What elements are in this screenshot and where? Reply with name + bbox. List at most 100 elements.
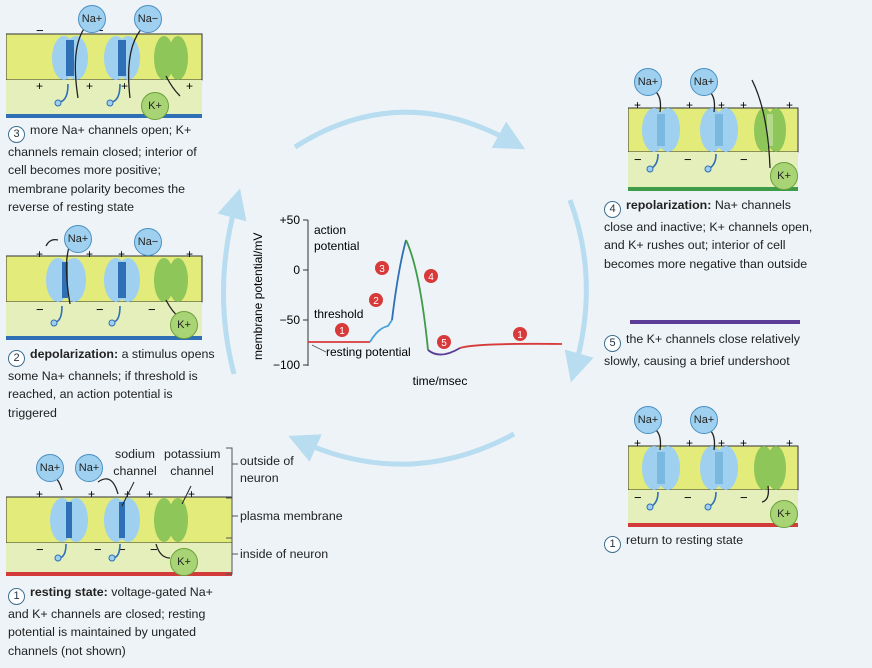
svg-text:3: 3 — [379, 264, 385, 275]
svg-text:+: + — [186, 247, 193, 261]
stage-number: 3 — [8, 126, 25, 143]
k-ion: K+ — [170, 548, 198, 576]
svg-text:−: − — [740, 490, 748, 505]
svg-text:−: − — [36, 302, 44, 317]
svg-text:+: + — [188, 487, 195, 501]
na-ion: Na+ — [634, 68, 662, 96]
na-channel-open — [104, 36, 140, 80]
svg-text:+: + — [36, 487, 43, 501]
action-potential-graph: +50 0 −50 −100 membrane potential/mV tim… — [251, 213, 563, 388]
na-ion: Na+ — [634, 406, 662, 434]
svg-text:+: + — [740, 98, 747, 112]
na-ion: Na+ — [78, 5, 106, 33]
cycle-arrow-left — [217, 188, 247, 375]
membrane-panel-return: +++++ −−− — [628, 429, 799, 527]
na-ion: Na+ — [64, 225, 92, 253]
svg-text:+: + — [86, 79, 93, 93]
svg-text:−: − — [634, 152, 642, 167]
threshold-label: threshold — [314, 307, 363, 321]
stage-2-title: depolarization: — [30, 347, 119, 361]
marker-6: 1 — [513, 327, 527, 341]
k-ion: K+ — [770, 500, 798, 528]
svg-text:+: + — [686, 98, 693, 112]
inside-neuron-label: inside of neuron — [240, 547, 329, 561]
svg-text:+: + — [121, 79, 128, 93]
svg-text:+: + — [686, 436, 693, 450]
svg-text:+: + — [36, 247, 43, 261]
tick-label: −100 — [273, 358, 300, 372]
svg-text:−: − — [118, 542, 126, 557]
svg-text:−: − — [36, 23, 44, 38]
svg-text:−: − — [148, 302, 156, 317]
svg-text:−: − — [684, 152, 692, 167]
svg-text:4: 4 — [428, 272, 434, 283]
k-ion: K+ — [141, 92, 169, 120]
cycle-arrow-top — [293, 109, 526, 150]
potassium-channel-label: potassium channel — [164, 447, 221, 478]
svg-text:−: − — [740, 152, 748, 167]
svg-text:+: + — [718, 98, 725, 112]
svg-text:+: + — [634, 436, 641, 450]
na-ion: Na− — [134, 5, 162, 33]
return-caption: 1 return to resting state — [604, 531, 819, 553]
svg-text:−: − — [684, 490, 692, 505]
na-ion: Na+ — [690, 406, 718, 434]
svg-text:+: + — [118, 247, 125, 261]
trace-rising — [391, 239, 407, 321]
k-ion: K+ — [770, 162, 798, 190]
stage-2-caption: 2 depolarization: a stimulus opens some N… — [8, 345, 218, 422]
svg-text:2: 2 — [373, 296, 379, 307]
stage-1-title: resting state: — [30, 585, 108, 599]
stage-1-caption: 1 resting state: voltage-gated Na+ and K+… — [8, 583, 228, 660]
stage-4-title: repolarization: — [626, 198, 712, 212]
tick-label: 0 — [293, 263, 300, 277]
svg-text:1: 1 — [517, 330, 523, 341]
stage-number: 1 — [604, 536, 621, 553]
svg-text:−: − — [634, 490, 642, 505]
trace-depolarizing — [369, 319, 393, 343]
svg-text:+: + — [186, 79, 193, 93]
svg-text:+: + — [146, 487, 153, 501]
stage-number: 1 — [8, 588, 25, 605]
svg-text:+: + — [88, 487, 95, 501]
svg-text:+: + — [718, 436, 725, 450]
stage-3-text: more Na+ channels open; K+ channels rema… — [8, 123, 197, 215]
y-axis-label: membrane potential/mV — [251, 233, 265, 360]
action-potential-label-1: action — [314, 223, 346, 237]
cycle-arrow-bottom — [288, 431, 516, 467]
svg-text:+: + — [36, 79, 43, 93]
stage-1-text: voltage-gated Na+ and K+ channels are cl… — [8, 585, 213, 658]
na-ion: Na+ — [36, 454, 64, 482]
na-channel-open — [52, 36, 88, 80]
membrane-bracket — [226, 447, 238, 575]
svg-text:+: + — [740, 436, 747, 450]
marker-4: 4 — [424, 269, 438, 283]
svg-text:−: − — [150, 542, 158, 557]
svg-text:+: + — [634, 98, 641, 112]
membrane-panel-stage-2: ++++ −−− — [6, 238, 203, 340]
svg-text:+: + — [786, 98, 793, 112]
svg-text:−: − — [94, 542, 102, 557]
k-channel — [154, 36, 188, 80]
resting-potential-label: resting potential — [326, 345, 411, 359]
return-text: return to resting state — [626, 533, 744, 547]
marker-2: 2 — [369, 293, 383, 307]
stage-number: 2 — [8, 350, 25, 367]
svg-text:+: + — [86, 247, 93, 261]
na-ion: Na+ — [690, 68, 718, 96]
cycle-arrow-right — [564, 199, 594, 383]
svg-text:5: 5 — [441, 338, 447, 349]
k-ion: K+ — [170, 311, 198, 339]
tick-label: −50 — [280, 313, 301, 327]
stage-number: 4 — [604, 201, 621, 218]
stage-number: 5 — [604, 335, 621, 352]
marker-5: 5 — [437, 335, 451, 349]
trace-undershoot — [427, 347, 461, 356]
trace-falling — [405, 239, 429, 351]
svg-text:1: 1 — [339, 326, 345, 337]
plasma-membrane-label: plasma membrane — [240, 509, 343, 523]
stage-4-text: Na+ channels close and inactive; K+ chan… — [604, 198, 813, 271]
stage-2-text: a stimulus opens some Na+ channels; if t… — [8, 347, 215, 420]
